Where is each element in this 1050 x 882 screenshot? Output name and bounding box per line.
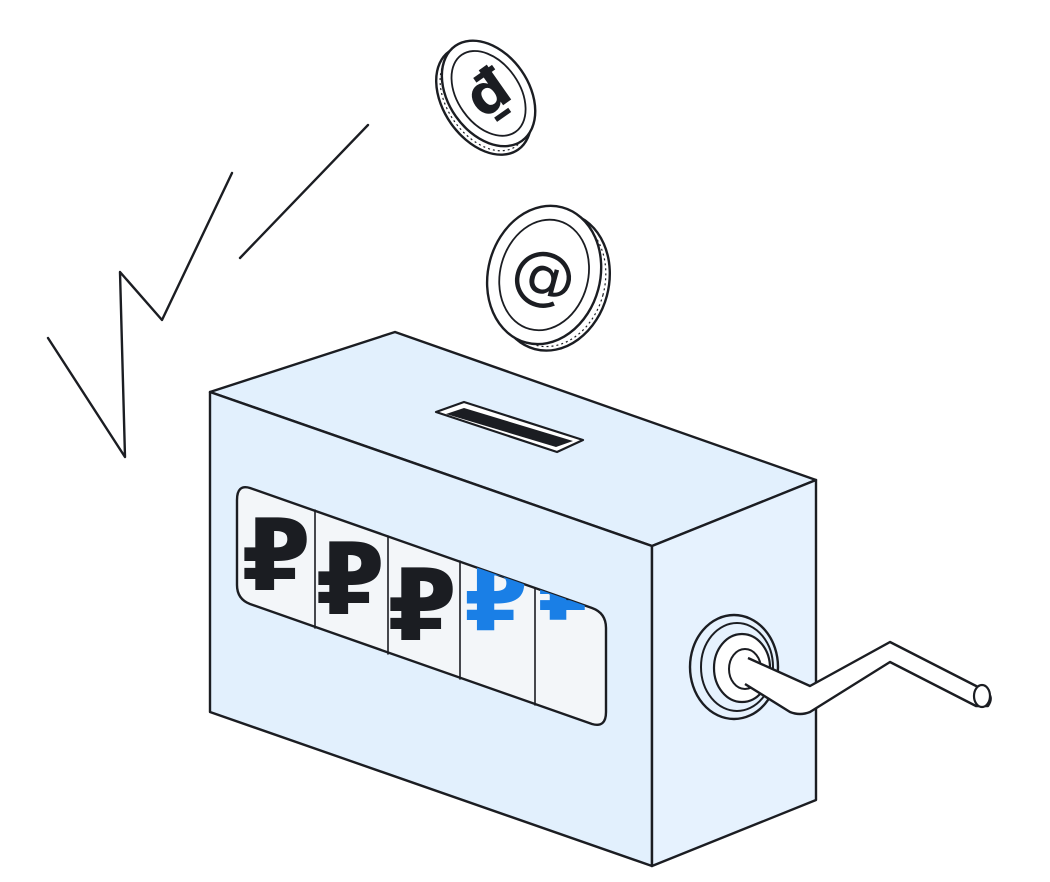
motion-lines xyxy=(46,123,370,459)
counter-digit-3: ₽ xyxy=(387,547,457,664)
crank-handle-icon xyxy=(688,613,992,721)
dong-coin-icon: ₫ xyxy=(435,39,537,156)
counter-box: ₽ ₽ ₽ ₽ ₽ xyxy=(208,330,992,868)
at-sign-coin-icon: @ xyxy=(485,204,612,352)
counter-digit-2: ₽ xyxy=(315,521,385,638)
coin-slot xyxy=(434,400,585,454)
counter-digit-1: ₽ xyxy=(241,497,311,614)
